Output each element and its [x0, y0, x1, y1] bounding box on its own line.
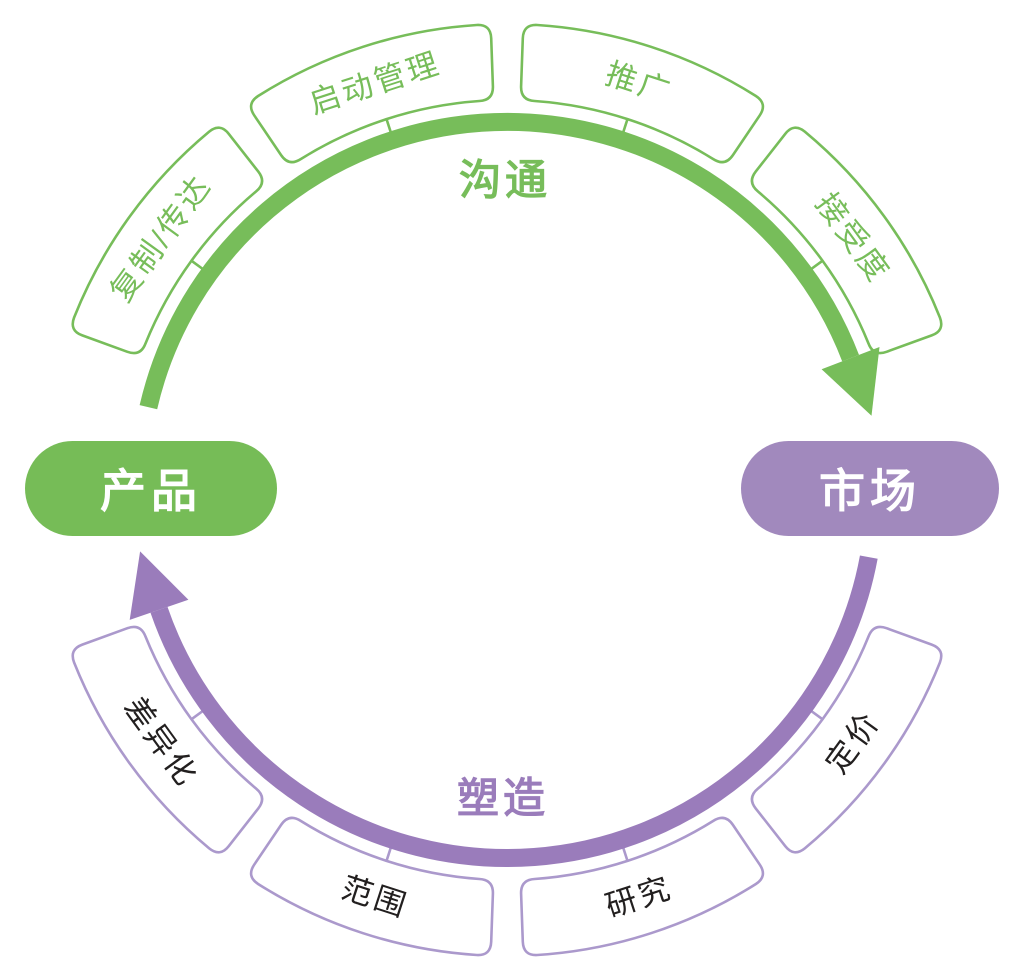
market-node: 市场 [741, 441, 999, 536]
shaping-arrowhead-icon [129, 551, 189, 620]
product-node: 产品 [25, 441, 277, 536]
market-pill [741, 441, 999, 536]
bottom-flow-title: 塑造 [457, 775, 549, 822]
product-label: 产品 [100, 465, 202, 517]
top-segment-box [71, 126, 264, 355]
bottom-segment-box [750, 625, 943, 854]
bottom-segment-box [71, 625, 264, 854]
product-pill [25, 441, 277, 536]
bottom-segment-box [519, 816, 765, 957]
bottom-segment-box [249, 816, 495, 957]
shaping-arc [150, 555, 878, 868]
diagram-shapes [71, 23, 943, 957]
communication-arc [139, 112, 859, 410]
top-segment-box [519, 23, 765, 164]
market-label: 市场 [819, 465, 921, 517]
top-segment-box [249, 23, 495, 164]
top-flow-title: 沟通 [459, 157, 551, 204]
top-segment-box [750, 126, 943, 355]
communication-arrowhead-icon [821, 347, 880, 416]
